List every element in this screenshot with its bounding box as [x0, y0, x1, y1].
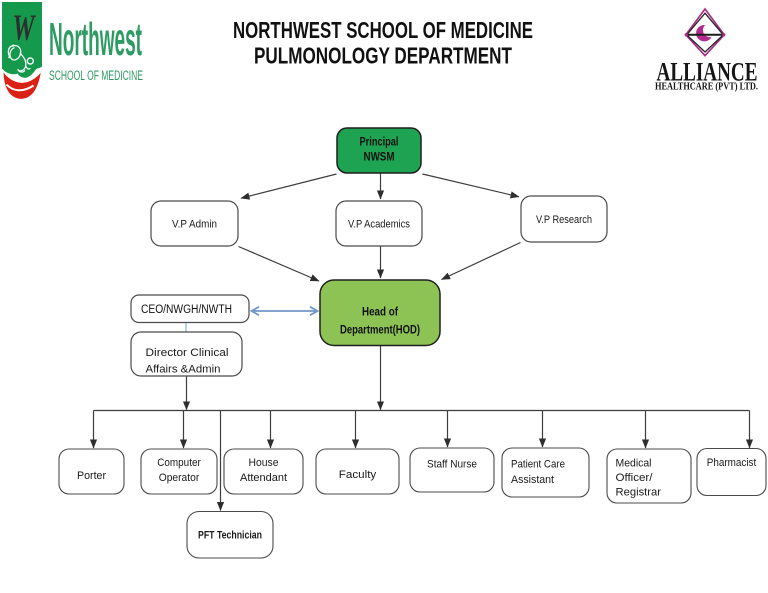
svg-text:Assistant: Assistant [511, 474, 554, 486]
svg-text:House: House [249, 457, 279, 469]
svg-text:Head of: Head of [362, 307, 398, 319]
svg-text:Principal: Principal [360, 137, 399, 149]
svg-text:Staff Nurse: Staff Nurse [427, 459, 477, 471]
svg-text:PULMONOLOGY DEPARTMENT: PULMONOLOGY DEPARTMENT [254, 43, 512, 69]
svg-text:PFT Technician: PFT Technician [198, 530, 262, 542]
svg-text:V.P Admin: V.P Admin [172, 219, 217, 231]
svg-text:NORTHWEST SCHOOL OF MEDICINE: NORTHWEST SCHOOL OF MEDICINE [233, 17, 533, 43]
svg-text:Patient Care: Patient Care [511, 459, 565, 471]
svg-text:NWSM: NWSM [364, 152, 395, 164]
svg-text:HEALTHCARE (PVT) LTD.: HEALTHCARE (PVT) LTD. [655, 82, 758, 93]
svg-text:Affairs &Admin: Affairs &Admin [146, 364, 221, 376]
svg-text:Northwest: Northwest [49, 13, 142, 65]
svg-text:Department(HOD): Department(HOD) [340, 325, 420, 337]
svg-text:Medical: Medical [616, 458, 652, 470]
svg-text:Porter: Porter [77, 470, 106, 482]
svg-text:Registrar: Registrar [616, 487, 662, 499]
svg-text:Director Clinical: Director Clinical [146, 347, 229, 359]
svg-text:V.P Academics: V.P Academics [348, 219, 410, 231]
svg-text:Faculty: Faculty [339, 469, 377, 481]
svg-text:V.P Research: V.P Research [536, 214, 592, 226]
svg-text:CEO/NWGH/NWTH: CEO/NWGH/NWTH [141, 304, 232, 316]
svg-text:Pharmacist: Pharmacist [707, 457, 757, 469]
svg-text:W: W [13, 8, 37, 49]
svg-text:SCHOOL OF MEDICINE: SCHOOL OF MEDICINE [49, 68, 143, 83]
svg-text:Computer: Computer [157, 457, 201, 469]
svg-text:Attendant: Attendant [240, 472, 287, 484]
svg-text:Officer/: Officer/ [616, 472, 654, 484]
svg-text:Operator: Operator [159, 472, 200, 484]
svg-text:ALLIANCE: ALLIANCE [657, 57, 758, 87]
